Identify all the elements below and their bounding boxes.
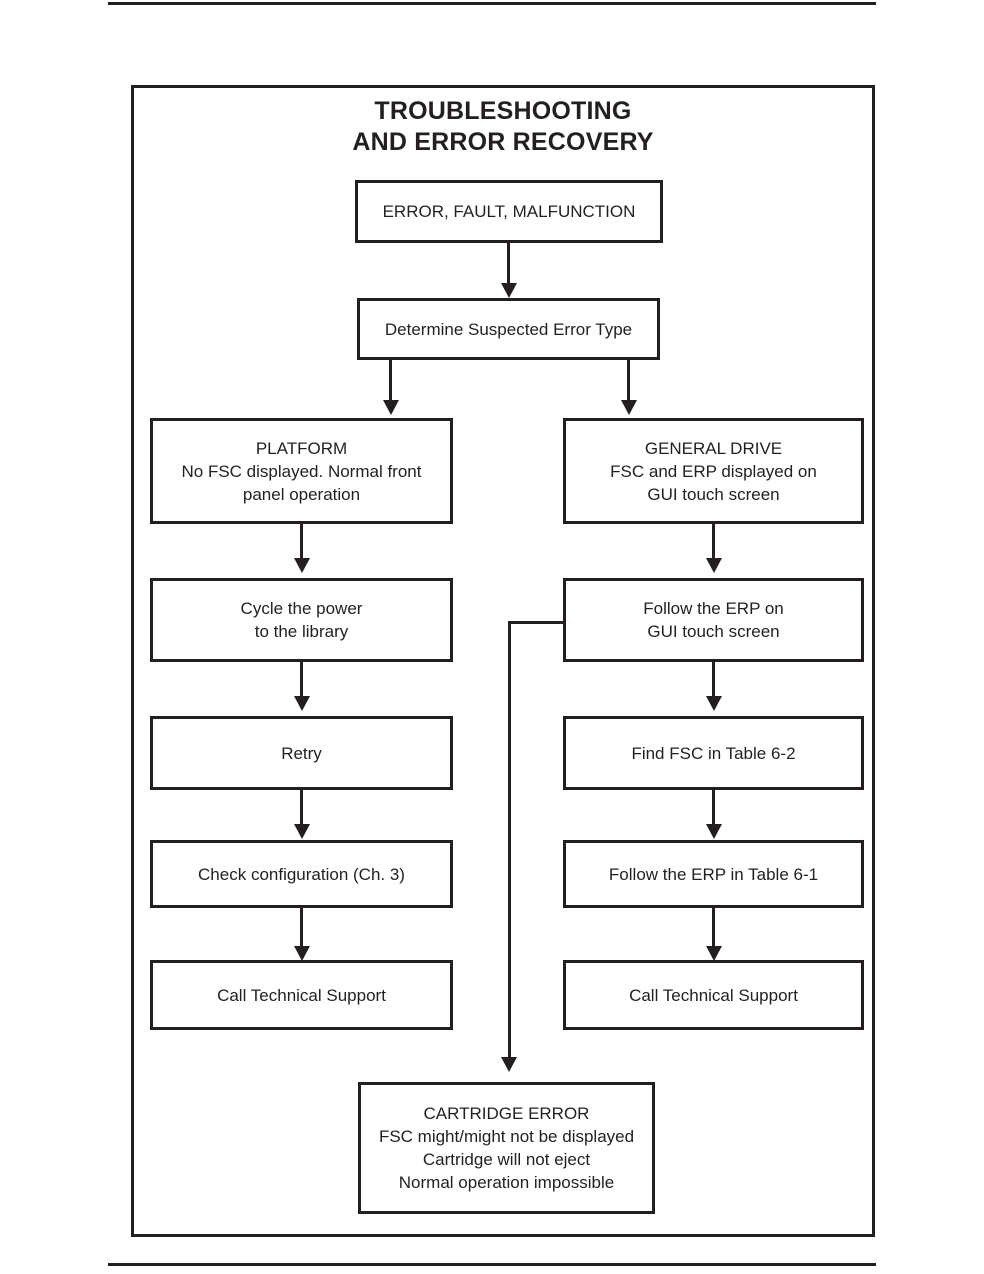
arrowhead-find-fsc-to-follow-erp-table	[706, 824, 722, 839]
arrowhead-general-drive-to-follow-erp	[706, 558, 722, 573]
arrowhead-error-to-determine	[501, 283, 517, 298]
node-retry: Retry	[150, 716, 453, 790]
arrowhead-retry-to-check-config	[294, 824, 310, 839]
figure-title: TROUBLESHOOTING AND ERROR RECOVERY	[352, 97, 654, 156]
arrowhead-follow-erp-table-to-call-support	[706, 946, 722, 961]
connector-follow-erp-to-find-fsc	[712, 662, 715, 700]
connector-follow-erp-table-to-call-support	[712, 908, 715, 950]
node-call-technical-support-right: Call Technical Support	[563, 960, 864, 1030]
node-call-technical-support-left: Call Technical Support	[150, 960, 453, 1030]
node-determine-error-type: Determine Suspected Error Type	[357, 298, 660, 360]
connector-find-fsc-to-follow-erp-table	[712, 790, 715, 828]
connector-erp-to-cartridge-horizontal	[508, 621, 566, 624]
arrowhead-erp-to-cartridge	[501, 1057, 517, 1072]
node-cartridge-error: CARTRIDGE ERROR FSC might/might not be d…	[358, 1082, 655, 1214]
connector-determine-to-platform	[389, 360, 392, 405]
arrowhead-follow-erp-to-find-fsc	[706, 696, 722, 711]
node-check-configuration: Check configuration (Ch. 3)	[150, 840, 453, 908]
connector-retry-to-check-config	[300, 790, 303, 828]
node-error-fault-malfunction: ERROR, FAULT, MALFUNCTION	[355, 180, 663, 243]
arrowhead-check-config-to-call-support	[294, 946, 310, 961]
connector-general-drive-to-follow-erp	[712, 524, 715, 562]
node-follow-erp-table: Follow the ERP in Table 6-1	[563, 840, 864, 908]
page-rule-bottom	[108, 1263, 876, 1266]
node-general-drive: GENERAL DRIVE FSC and ERP displayed on G…	[563, 418, 864, 524]
connector-cycle-power-to-retry	[300, 662, 303, 700]
connector-check-config-to-call-support	[300, 908, 303, 950]
connector-determine-to-general-drive	[627, 360, 630, 405]
page-rule-top	[108, 2, 876, 5]
arrowhead-platform-to-cycle-power	[294, 558, 310, 573]
node-follow-erp-gui: Follow the ERP on GUI touch screen	[563, 578, 864, 662]
arrowhead-determine-to-general-drive	[621, 400, 637, 415]
node-cycle-power: Cycle the power to the library	[150, 578, 453, 662]
connector-erp-to-cartridge-vertical	[508, 621, 511, 1061]
node-platform: PLATFORM No FSC displayed. Normal front …	[150, 418, 453, 524]
arrowhead-determine-to-platform	[383, 400, 399, 415]
connector-platform-to-cycle-power	[300, 524, 303, 562]
node-find-fsc: Find FSC in Table 6-2	[563, 716, 864, 790]
arrowhead-cycle-power-to-retry	[294, 696, 310, 711]
connector-error-to-determine	[507, 243, 510, 285]
